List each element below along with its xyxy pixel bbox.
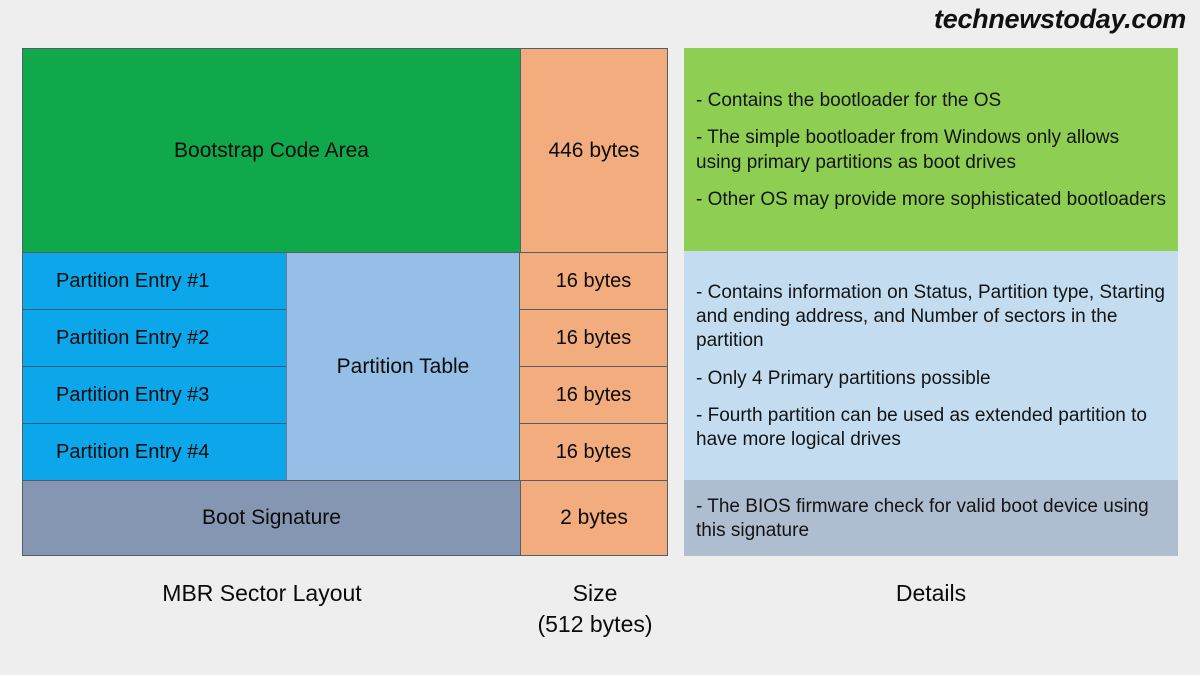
partition-entry-1: Partition Entry #1 <box>23 253 286 310</box>
signature-detail-bullet: - The BIOS firmware check for valid boot… <box>696 495 1149 541</box>
partition-entries-column: Partition Entry #1 Partition Entry #2 Pa… <box>23 253 287 480</box>
partition-detail-bullet: - Fourth partition can be used as extend… <box>696 404 1147 450</box>
caption-size-line1: Size <box>572 580 618 606</box>
bootstrap-code-area-label: Bootstrap Code Area <box>174 138 369 162</box>
partition-entry-2: Partition Entry #2 <box>23 310 286 367</box>
bootstrap-row: Bootstrap Code Area 446 bytes <box>23 49 667 252</box>
partition-details-panel: - Contains information on Status, Partit… <box>684 251 1178 480</box>
partition-entry-4-size: 16 bytes <box>520 424 667 480</box>
caption-size: Size (512 bytes) <box>500 578 690 640</box>
caption-details: Details <box>895 580 967 606</box>
bootstrap-code-area-cell: Bootstrap Code Area <box>23 49 521 252</box>
caption-mbr-sector-layout: MBR Sector Layout <box>162 580 362 606</box>
boot-signature-size-cell: 2 bytes <box>521 481 667 555</box>
mbr-sector-layout-diagram: Bootstrap Code Area 446 bytes Partition … <box>22 48 668 556</box>
partition-entry-2-size: 16 bytes <box>520 310 667 367</box>
partition-detail-bullet: - Only 4 Primary partitions possible <box>696 367 991 389</box>
partition-entry-3: Partition Entry #3 <box>23 367 286 424</box>
bootstrap-detail-bullet: - The simple bootloader from Windows onl… <box>696 127 1120 173</box>
details-column: - Contains the bootloader for the OS - T… <box>684 48 1178 556</box>
boot-signature-cell: Boot Signature <box>23 481 521 555</box>
partition-table-row: Partition Entry #1 Partition Entry #2 Pa… <box>23 252 667 480</box>
partition-sizes-column: 16 bytes 16 bytes 16 bytes 16 bytes <box>520 253 667 480</box>
partition-entry-4: Partition Entry #4 <box>23 424 286 480</box>
partition-table-label: Partition Table <box>287 253 520 480</box>
bootstrap-detail-bullet: - Contains the bootloader for the OS <box>696 90 1002 112</box>
bootstrap-size-cell: 446 bytes <box>521 49 667 252</box>
boot-signature-details-panel: - The BIOS firmware check for valid boot… <box>684 480 1178 556</box>
partition-entry-1-size: 16 bytes <box>520 253 667 310</box>
partition-entry-3-size: 16 bytes <box>520 367 667 424</box>
caption-size-line2: (512 bytes) <box>537 611 653 638</box>
bootstrap-details-panel: - Contains the bootloader for the OS - T… <box>684 48 1178 251</box>
boot-signature-row: Boot Signature 2 bytes <box>23 480 667 555</box>
bootstrap-detail-bullet: - Other OS may provide more sophisticate… <box>696 188 1166 210</box>
partition-detail-bullet: - Contains information on Status, Partit… <box>696 282 1165 352</box>
site-watermark: technewstoday.com <box>934 4 1186 34</box>
